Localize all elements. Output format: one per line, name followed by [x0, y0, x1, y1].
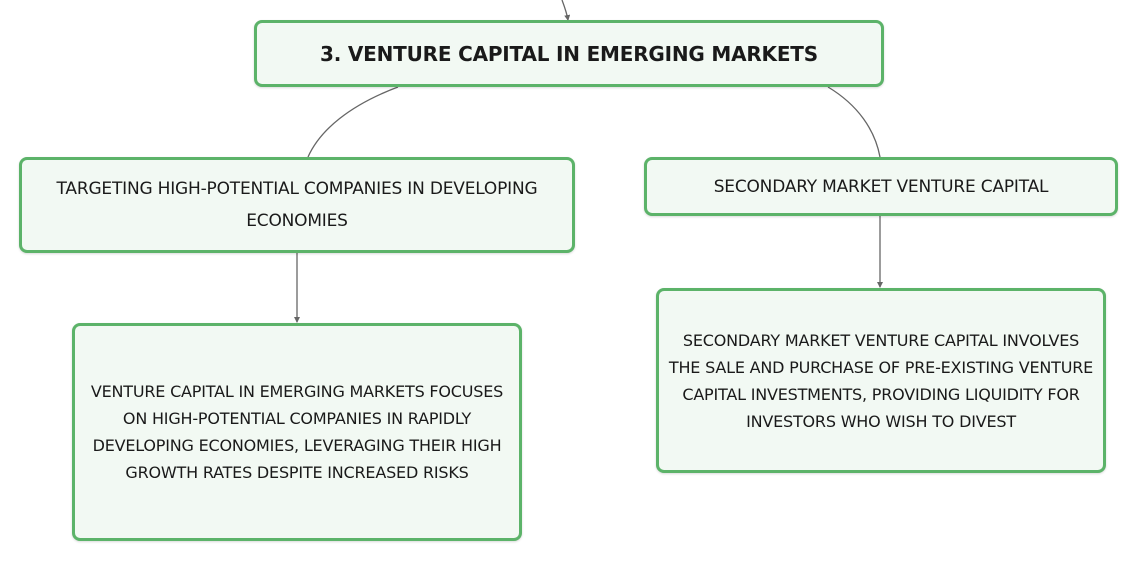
root-node-label: 3. VENTURE CAPITAL IN EMERGING MARKETS: [320, 41, 818, 66]
connector-root-to-right-branch: [827, 86, 881, 158]
branch-node-secondary-market-venture-capital[interactable]: SECONDARY MARKET VENTURE CAPITAL: [644, 157, 1118, 216]
branch-node-targeting-high-potential-companies[interactable]: TARGETING HIGH-POTENTIAL COMPANIES IN DE…: [19, 157, 575, 253]
connector-root-to-left-branch: [307, 86, 399, 158]
detail-node-emerging-markets-focus[interactable]: VENTURE CAPITAL IN EMERGING MARKETS FOCU…: [72, 323, 522, 541]
detail-node-secondary-market-description[interactable]: SECONDARY MARKET VENTURE CAPITAL INVOLVE…: [656, 288, 1106, 473]
detail-node-text: VENTURE CAPITAL IN EMERGING MARKETS FOCU…: [90, 382, 504, 482]
root-node[interactable]: 3. VENTURE CAPITAL IN EMERGING MARKETS: [254, 20, 884, 87]
detail-node-text: SECONDARY MARKET VENTURE CAPITAL INVOLVE…: [668, 330, 1094, 431]
connector-parent-to-root: [561, 0, 571, 21]
branch-node-label: TARGETING HIGH-POTENTIAL COMPANIES IN DE…: [56, 179, 538, 231]
branch-node-label: SECONDARY MARKET VENTURE CAPITAL: [713, 176, 1049, 197]
